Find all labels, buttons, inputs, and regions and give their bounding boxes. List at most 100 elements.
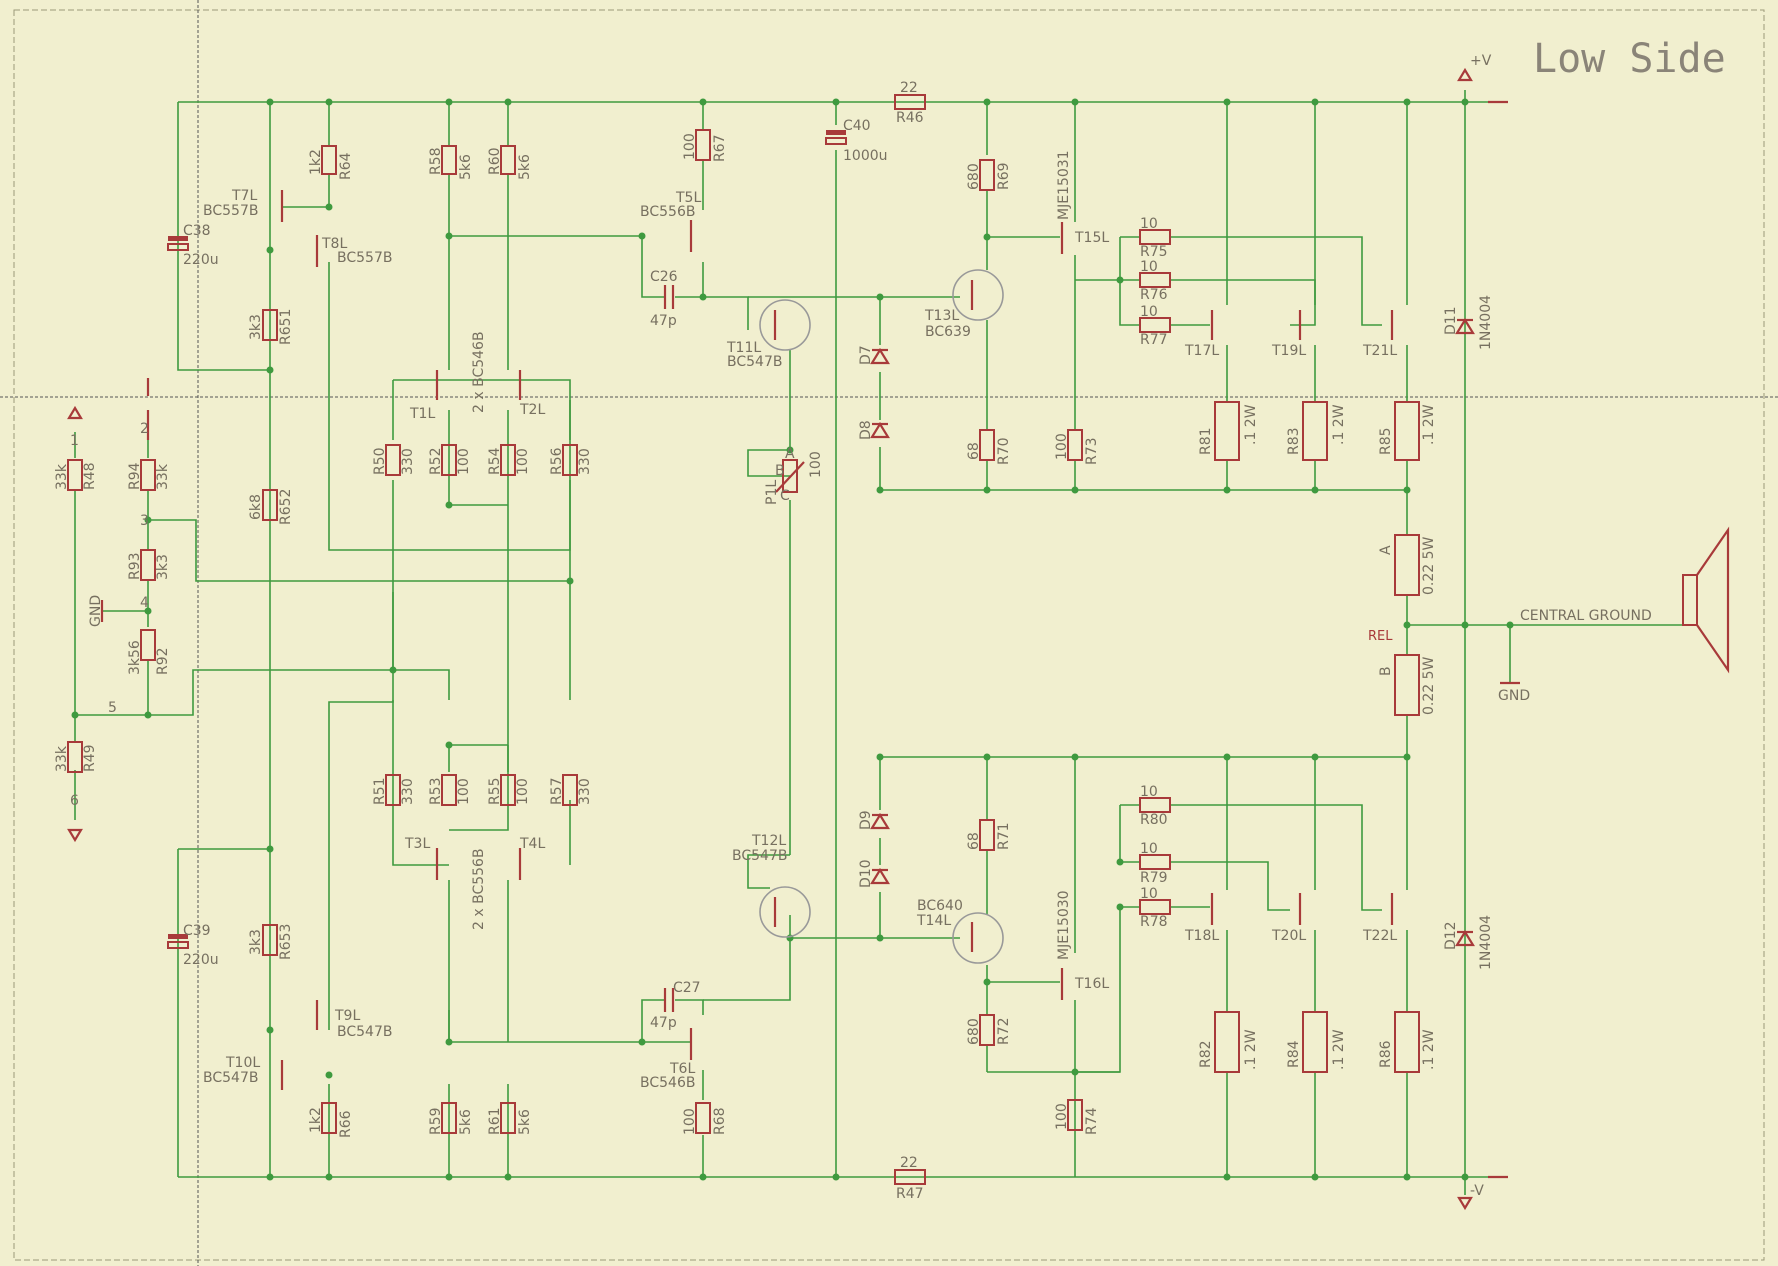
r49-label: R49: [82, 744, 98, 772]
t19-label: T19L: [1271, 343, 1306, 359]
t9-label: T9L: [334, 1008, 360, 1024]
r61-value: 5k6: [517, 1109, 533, 1135]
node-2: 2: [140, 421, 149, 437]
r66-value: 1k2: [308, 1107, 324, 1133]
r84-label: R84: [1286, 1040, 1302, 1068]
labels: 22 R46 22 R47 C40 1000u C38 220u C39 220…: [54, 53, 1652, 1202]
t14-label: T14L: [916, 913, 951, 929]
t12-label: T12L: [751, 833, 786, 849]
d12-value: 1N4004: [1478, 915, 1494, 970]
t18-label: T18L: [1184, 928, 1219, 944]
c39-label: C39: [183, 923, 211, 939]
p1-pin-c: C: [780, 488, 790, 504]
rail-markers: [67, 67, 1520, 1211]
r76-value: 10: [1140, 259, 1158, 275]
c39-value: 220u: [183, 952, 219, 968]
t5-label: T5L: [675, 190, 701, 206]
r85-label: R85: [1378, 427, 1394, 455]
sheet-title: Low Side: [1533, 36, 1726, 82]
r59-label: R59: [428, 1107, 444, 1135]
r86-value: .1 2W: [1421, 1029, 1437, 1070]
r64-value: 1k2: [308, 149, 324, 175]
r61-label: R61: [487, 1107, 503, 1135]
ra-label: A: [1378, 545, 1394, 555]
r94-label: R94: [127, 462, 143, 490]
junctions: [71, 98, 1514, 1181]
t7-label: T7L: [231, 188, 257, 204]
t4-label: T4L: [519, 836, 545, 852]
r55-label: R55: [487, 777, 503, 805]
r68-value: 100: [682, 1108, 698, 1135]
node-6: 6: [70, 793, 79, 809]
r71-value: 68: [966, 832, 982, 850]
r92-label: R92: [155, 647, 171, 675]
t1-t2-pair-label: 2 x BC546B: [471, 331, 487, 413]
r55-value: 100: [515, 778, 531, 805]
r57-label: R57: [549, 777, 565, 805]
r80-value: 10: [1140, 784, 1158, 800]
node-3: 3: [140, 513, 149, 529]
r78-label: R78: [1140, 914, 1168, 930]
t9-type: BC547B: [337, 1024, 392, 1040]
p1-pin-b: B: [775, 463, 785, 479]
d11-label: D11: [1443, 306, 1459, 335]
r84-value: .1 2W: [1331, 1029, 1347, 1070]
r651-value: 3k3: [248, 314, 264, 340]
d9-label: D9: [858, 810, 874, 830]
r73-label: R73: [1084, 437, 1100, 465]
c40-value: 1000u: [843, 148, 888, 164]
diodes: [870, 317, 1475, 947]
t6-type: BC546B: [640, 1075, 695, 1091]
r82-value: .1 2W: [1243, 1029, 1259, 1070]
r652-value: 6k8: [248, 494, 264, 520]
r48-label: R48: [82, 462, 98, 490]
r64-label: R64: [338, 152, 354, 180]
t10-label: T10L: [225, 1055, 260, 1071]
r76-label: R76: [1140, 287, 1168, 303]
r48-value: 33k: [54, 463, 70, 490]
d12-label: D12: [1443, 921, 1459, 950]
resistors: [67, 94, 1420, 1185]
c26-value: 47p: [650, 313, 677, 329]
r53-value: 100: [456, 778, 472, 805]
neg-rail-label: -V: [1470, 1183, 1484, 1199]
r79-value: 10: [1140, 841, 1158, 857]
r70-label: R70: [996, 437, 1012, 465]
r58-label: R58: [428, 147, 444, 175]
rel-label: REL: [1368, 629, 1393, 644]
c38-label: C38: [183, 223, 211, 239]
rb-label: B: [1378, 666, 1394, 676]
sheet-frame: [13, 9, 1765, 1261]
r75-label: R75: [1140, 244, 1168, 260]
r74-value: 100: [1054, 1103, 1070, 1130]
t11-type: BC547B: [727, 354, 782, 370]
pos-rail-label: +V: [1470, 53, 1492, 69]
r83-label: R83: [1286, 427, 1302, 455]
node-5: 5: [108, 700, 117, 716]
speaker: [1682, 526, 1730, 674]
r72-label: R72: [996, 1017, 1012, 1045]
r47-value: 22: [900, 1155, 918, 1171]
r58-value: 5k6: [458, 154, 474, 180]
r68-label: R68: [712, 1107, 728, 1135]
r54-label: R54: [487, 447, 503, 475]
c27-label: C27: [673, 980, 701, 996]
t15-label: T15L: [1074, 230, 1109, 246]
r79-label: R79: [1140, 870, 1168, 886]
r69-value: 680: [966, 163, 982, 190]
r85-value: .1 2W: [1421, 404, 1437, 445]
r47-label: R47: [896, 1186, 924, 1202]
t3-t4-pair-label: 2 x BC556B: [471, 848, 487, 930]
r46-label: R46: [896, 110, 924, 126]
r66-label: R66: [338, 1110, 354, 1138]
r51-label: R51: [372, 777, 388, 805]
r82-label: R82: [1198, 1040, 1214, 1068]
r73-value: 100: [1054, 433, 1070, 460]
central-ground-label: CENTRAL GROUND: [1520, 608, 1652, 624]
r94-value: 33k: [155, 463, 171, 490]
t3-label: T3L: [404, 836, 430, 852]
r52-value: 100: [456, 448, 472, 475]
t15-type: MJE15031: [1056, 150, 1072, 220]
c27-value: 47p: [650, 1015, 677, 1031]
